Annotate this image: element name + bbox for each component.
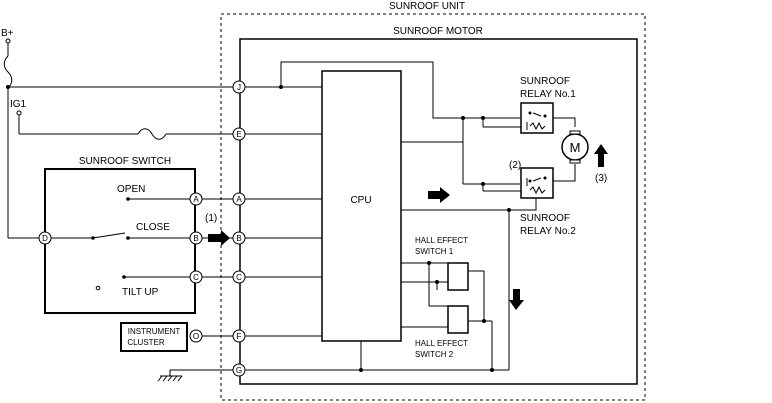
svg-text:F: F xyxy=(237,332,242,341)
switch-tilt-up-label: TILT UP xyxy=(122,287,159,298)
callout-1: (1) xyxy=(205,213,217,224)
unit-terminal-b: B xyxy=(232,231,246,245)
svg-text:B: B xyxy=(193,234,198,243)
svg-text:A: A xyxy=(236,195,242,204)
unit-terminal-j: J xyxy=(232,80,246,94)
relay-2-label-2: RELAY No.2 xyxy=(520,226,576,237)
unit-terminal-e: E xyxy=(232,127,246,141)
motor-direction-arrow xyxy=(594,144,608,167)
relay-1-label-2: RELAY No.1 xyxy=(520,89,576,100)
relay-1-label-1: SUNROOF xyxy=(520,76,570,87)
unit-terminal-f: F xyxy=(232,329,246,343)
svg-text:G: G xyxy=(236,366,242,375)
ground-direction-arrow xyxy=(509,289,524,310)
b-plus-fuse xyxy=(3,55,13,89)
cpu-output-arrow xyxy=(428,187,450,203)
sunroof-unit-label: SUNROOF UNIT xyxy=(389,1,465,12)
sunroof-unit-boundary xyxy=(220,13,646,401)
instrument-cluster-box xyxy=(120,322,188,352)
unit-terminal-g: G xyxy=(232,363,246,377)
ig1-label: IG1 xyxy=(10,99,27,110)
svg-text:C: C xyxy=(193,273,199,282)
tilt-up-contact xyxy=(95,285,101,291)
svg-text:E: E xyxy=(236,130,241,139)
cpu-block xyxy=(321,70,402,342)
hall-switch-1-label-1: HALL EFFECT xyxy=(415,236,468,245)
cpu-label: CPU xyxy=(350,195,371,206)
svg-text:O: O xyxy=(193,332,199,341)
instrument-cluster-label-2: CLUSTER xyxy=(127,338,165,347)
sunroof-switch-label: SUNROOF SWITCH xyxy=(79,156,171,167)
instrument-cluster-label-1: INSTRUMENT xyxy=(128,327,181,336)
hall-effect-switch-1 xyxy=(447,262,469,291)
ig1-terminal xyxy=(16,110,22,116)
b-plus-label: B+ xyxy=(1,28,14,39)
callout-2: (2) xyxy=(509,160,521,171)
svg-text:D: D xyxy=(42,234,48,243)
switch-terminal-d xyxy=(38,231,52,245)
switch-blade xyxy=(92,232,126,239)
ig1-fuse xyxy=(137,128,167,140)
signal-arrow-1 xyxy=(208,230,230,246)
svg-text:J: J xyxy=(237,83,241,92)
hall-effect-switch-2 xyxy=(447,305,469,334)
motor-label: M xyxy=(570,140,581,155)
svg-text:B: B xyxy=(236,234,241,243)
hall-switch-1-label-2: SWITCH 1 xyxy=(415,247,454,256)
b-plus-terminal xyxy=(5,38,11,44)
sunroof-motor-label: SUNROOF MOTOR xyxy=(393,26,483,37)
callout-3: (3) xyxy=(595,173,607,184)
switch-open-label: OPEN xyxy=(117,184,145,195)
unit-terminal-c: C xyxy=(232,270,246,284)
hall-switch-2-label-1: HALL EFFECT xyxy=(415,339,468,348)
sunroof-relay-1 xyxy=(520,102,554,134)
sunroof-relay-2 xyxy=(520,167,554,199)
switch-close-label: CLOSE xyxy=(136,222,170,233)
svg-text:C: C xyxy=(236,273,242,282)
unit-terminal-a: A xyxy=(232,192,246,206)
relay-2-label-1: SUNROOF xyxy=(520,213,570,224)
svg-text:A: A xyxy=(193,195,199,204)
sunroof-motor-box xyxy=(239,38,638,385)
hall-switch-2-label-2: SWITCH 2 xyxy=(415,350,454,359)
